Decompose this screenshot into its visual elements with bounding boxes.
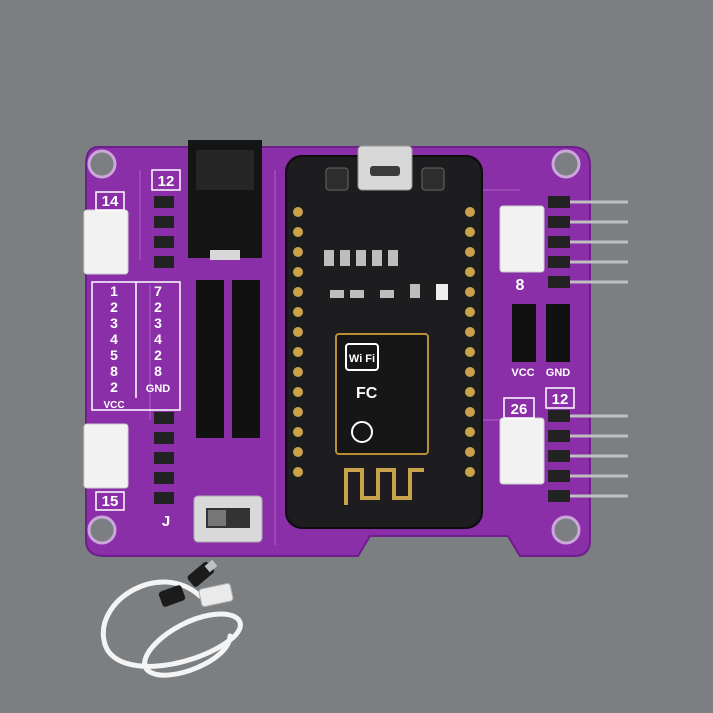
usb-cable [100, 559, 243, 678]
wifi-shield [335, 333, 429, 455]
port-label-14: 14 [95, 191, 125, 211]
jst-connector-14 [83, 209, 129, 275]
pcb-antenna [344, 468, 424, 505]
gnd-right-label: GND [546, 367, 571, 379]
wifi-logo-icon: Wi Fi [345, 343, 379, 371]
jst-connector-26 [499, 417, 545, 485]
pin-right-5: 8 [154, 363, 162, 379]
dc-power-jack [188, 140, 262, 260]
svg-text:Wi Fi: Wi Fi [349, 353, 375, 365]
svg-text:15: 15 [102, 493, 119, 510]
pin-right-4: 2 [154, 347, 162, 363]
port-label-12-top: 12 [151, 169, 181, 191]
port-label-26: 26 [503, 397, 535, 419]
vcc-left-label: VCC [103, 400, 124, 411]
flash-button[interactable] [421, 167, 445, 191]
pin-left-3: 4 [110, 331, 118, 347]
gnd-header [546, 304, 570, 362]
svg-text:26: 26 [511, 401, 528, 418]
port-label-8: 8 [516, 277, 525, 294]
pin-right-2: 3 [154, 315, 162, 331]
svg-text:14: 14 [102, 193, 119, 210]
pin-right-1: 2 [154, 299, 162, 315]
pin-left-4: 5 [110, 347, 118, 363]
header-column-right [548, 196, 628, 502]
vcc-right-label: VCC [511, 367, 534, 379]
header-column-left [154, 196, 174, 504]
ce-mark-icon [351, 421, 373, 443]
pin-left-1: 2 [110, 299, 118, 315]
port-label-15: 15 [95, 491, 125, 511]
reset-button[interactable] [325, 167, 349, 191]
pin-mapping-table: 1 2 3 4 5 8 2 7 2 3 4 2 8 GND VCC [91, 281, 181, 411]
power-slide-switch[interactable] [193, 495, 263, 543]
pin-header-left [196, 280, 260, 438]
jst-connector-15 [83, 423, 129, 489]
vcc-header [512, 304, 536, 362]
mounting-hole [551, 149, 581, 179]
svg-text:12: 12 [158, 173, 175, 190]
pin-right-3: 4 [154, 331, 162, 347]
j-mark-label: J [162, 513, 170, 530]
jst-connector-8 [499, 205, 545, 273]
pin-left-5: 8 [110, 363, 118, 379]
fcc-mark-icon: FC [356, 385, 378, 402]
esp-module [285, 145, 483, 529]
pin-left-0: 1 [110, 283, 118, 299]
pin-left-2: 3 [110, 315, 118, 331]
pin-left-6: 2 [110, 379, 118, 395]
port-label-12-right: 12 [545, 387, 575, 409]
mounting-hole [87, 515, 117, 545]
svg-text:12: 12 [552, 391, 569, 408]
mounting-hole [87, 149, 117, 179]
mounting-hole [551, 515, 581, 545]
pin-right-6: GND [146, 383, 171, 395]
pin-right-0: 7 [154, 283, 162, 299]
